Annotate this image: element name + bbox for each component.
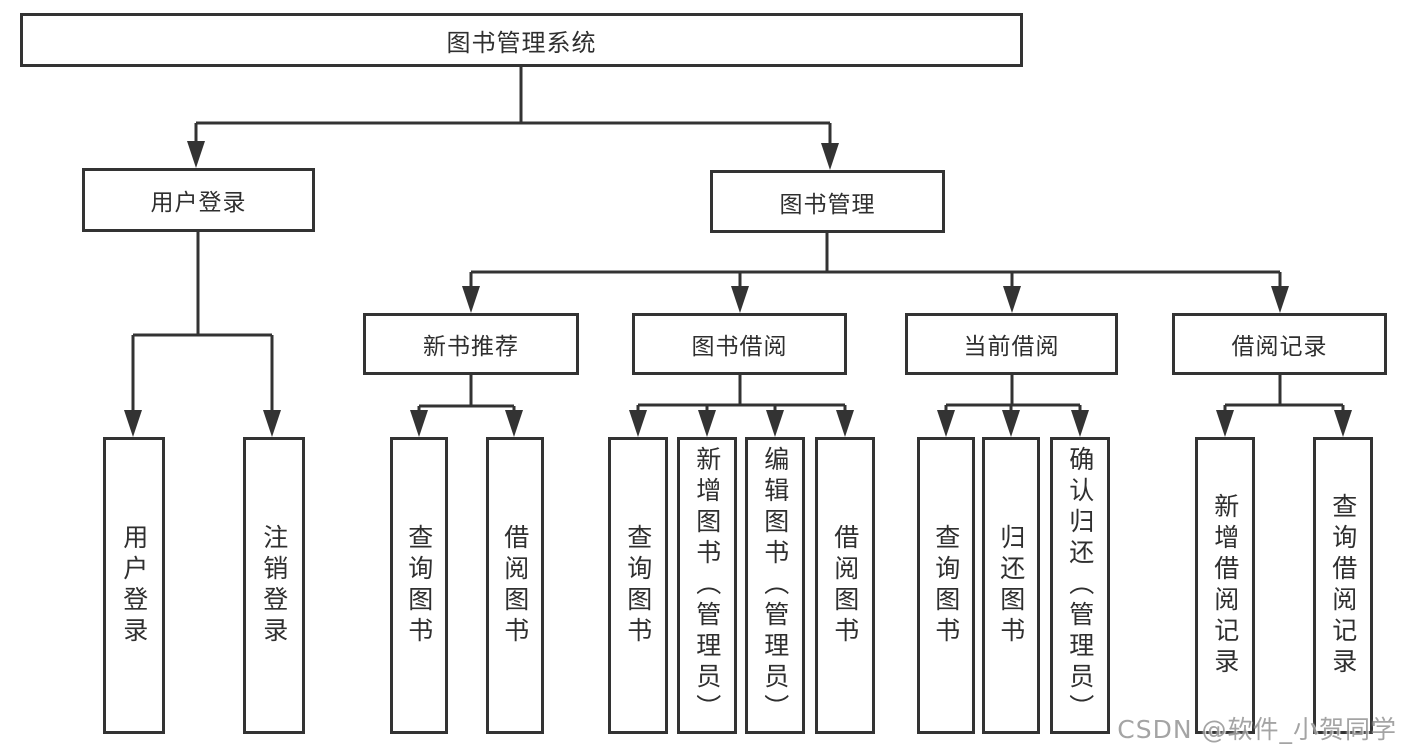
node-label: 图书管理系统 <box>446 28 597 57</box>
leaf-confirm-return-admin: 确认归还（管理员） <box>1050 437 1110 734</box>
node-label: 查询借阅记录 <box>1328 492 1358 679</box>
node-book-borrowing: 图书借阅 <box>632 313 847 375</box>
node-label: 图书借阅 <box>691 334 788 360</box>
leaf-query-books: 查询图书 <box>917 437 975 734</box>
node-label: 编辑图书（管理员） <box>760 446 790 725</box>
node-borrowing-records: 借阅记录 <box>1172 313 1387 375</box>
node-label: 借阅图书 <box>500 523 530 648</box>
leaf-return-books: 归还图书 <box>982 437 1040 734</box>
node-label: 用户登录 <box>150 190 247 216</box>
node-new-book-recommend: 新书推荐 <box>363 313 579 375</box>
leaf-borrow-books: 借阅图书 <box>815 437 875 734</box>
node-label: 查询图书 <box>623 523 653 648</box>
watermark: CSDN @软件_小贺同学 <box>1117 715 1397 744</box>
leaf-borrow-books: 借阅图书 <box>486 437 544 734</box>
node-label: 借阅记录 <box>1231 334 1328 360</box>
node-label: 当前借阅 <box>963 334 1060 360</box>
node-label: 新增图书（管理员） <box>692 446 722 725</box>
leaf-query-books: 查询图书 <box>390 437 448 734</box>
leaf-add-books-admin: 新增图书（管理员） <box>677 437 737 734</box>
node-label: 用户登录 <box>119 523 149 648</box>
leaf-user-login: 用户登录 <box>103 437 165 734</box>
node-label: 归还图书 <box>996 523 1026 648</box>
leaf-query-borrow-record: 查询借阅记录 <box>1313 437 1373 734</box>
leaf-add-borrow-record: 新增借阅记录 <box>1195 437 1255 734</box>
node-label: 新书推荐 <box>423 334 519 360</box>
leaf-edit-books-admin: 编辑图书（管理员） <box>745 437 805 734</box>
node-label: 借阅图书 <box>830 523 860 648</box>
leaf-query-books: 查询图书 <box>608 437 668 734</box>
node-label: 图书管理 <box>779 191 876 218</box>
leaf-logout: 注销登录 <box>243 437 305 734</box>
node-current-borrowing: 当前借阅 <box>905 313 1118 375</box>
node-label: 注销登录 <box>259 523 289 648</box>
node-user-login: 用户登录 <box>82 168 315 232</box>
node-library-management-system: 图书管理系统 <box>20 13 1023 67</box>
node-book-management: 图书管理 <box>710 170 945 233</box>
node-label: 查询图书 <box>931 523 961 648</box>
node-label: 确认归还（管理员） <box>1065 446 1095 725</box>
node-label: 新增借阅记录 <box>1210 492 1240 679</box>
node-label: 查询图书 <box>404 523 434 648</box>
